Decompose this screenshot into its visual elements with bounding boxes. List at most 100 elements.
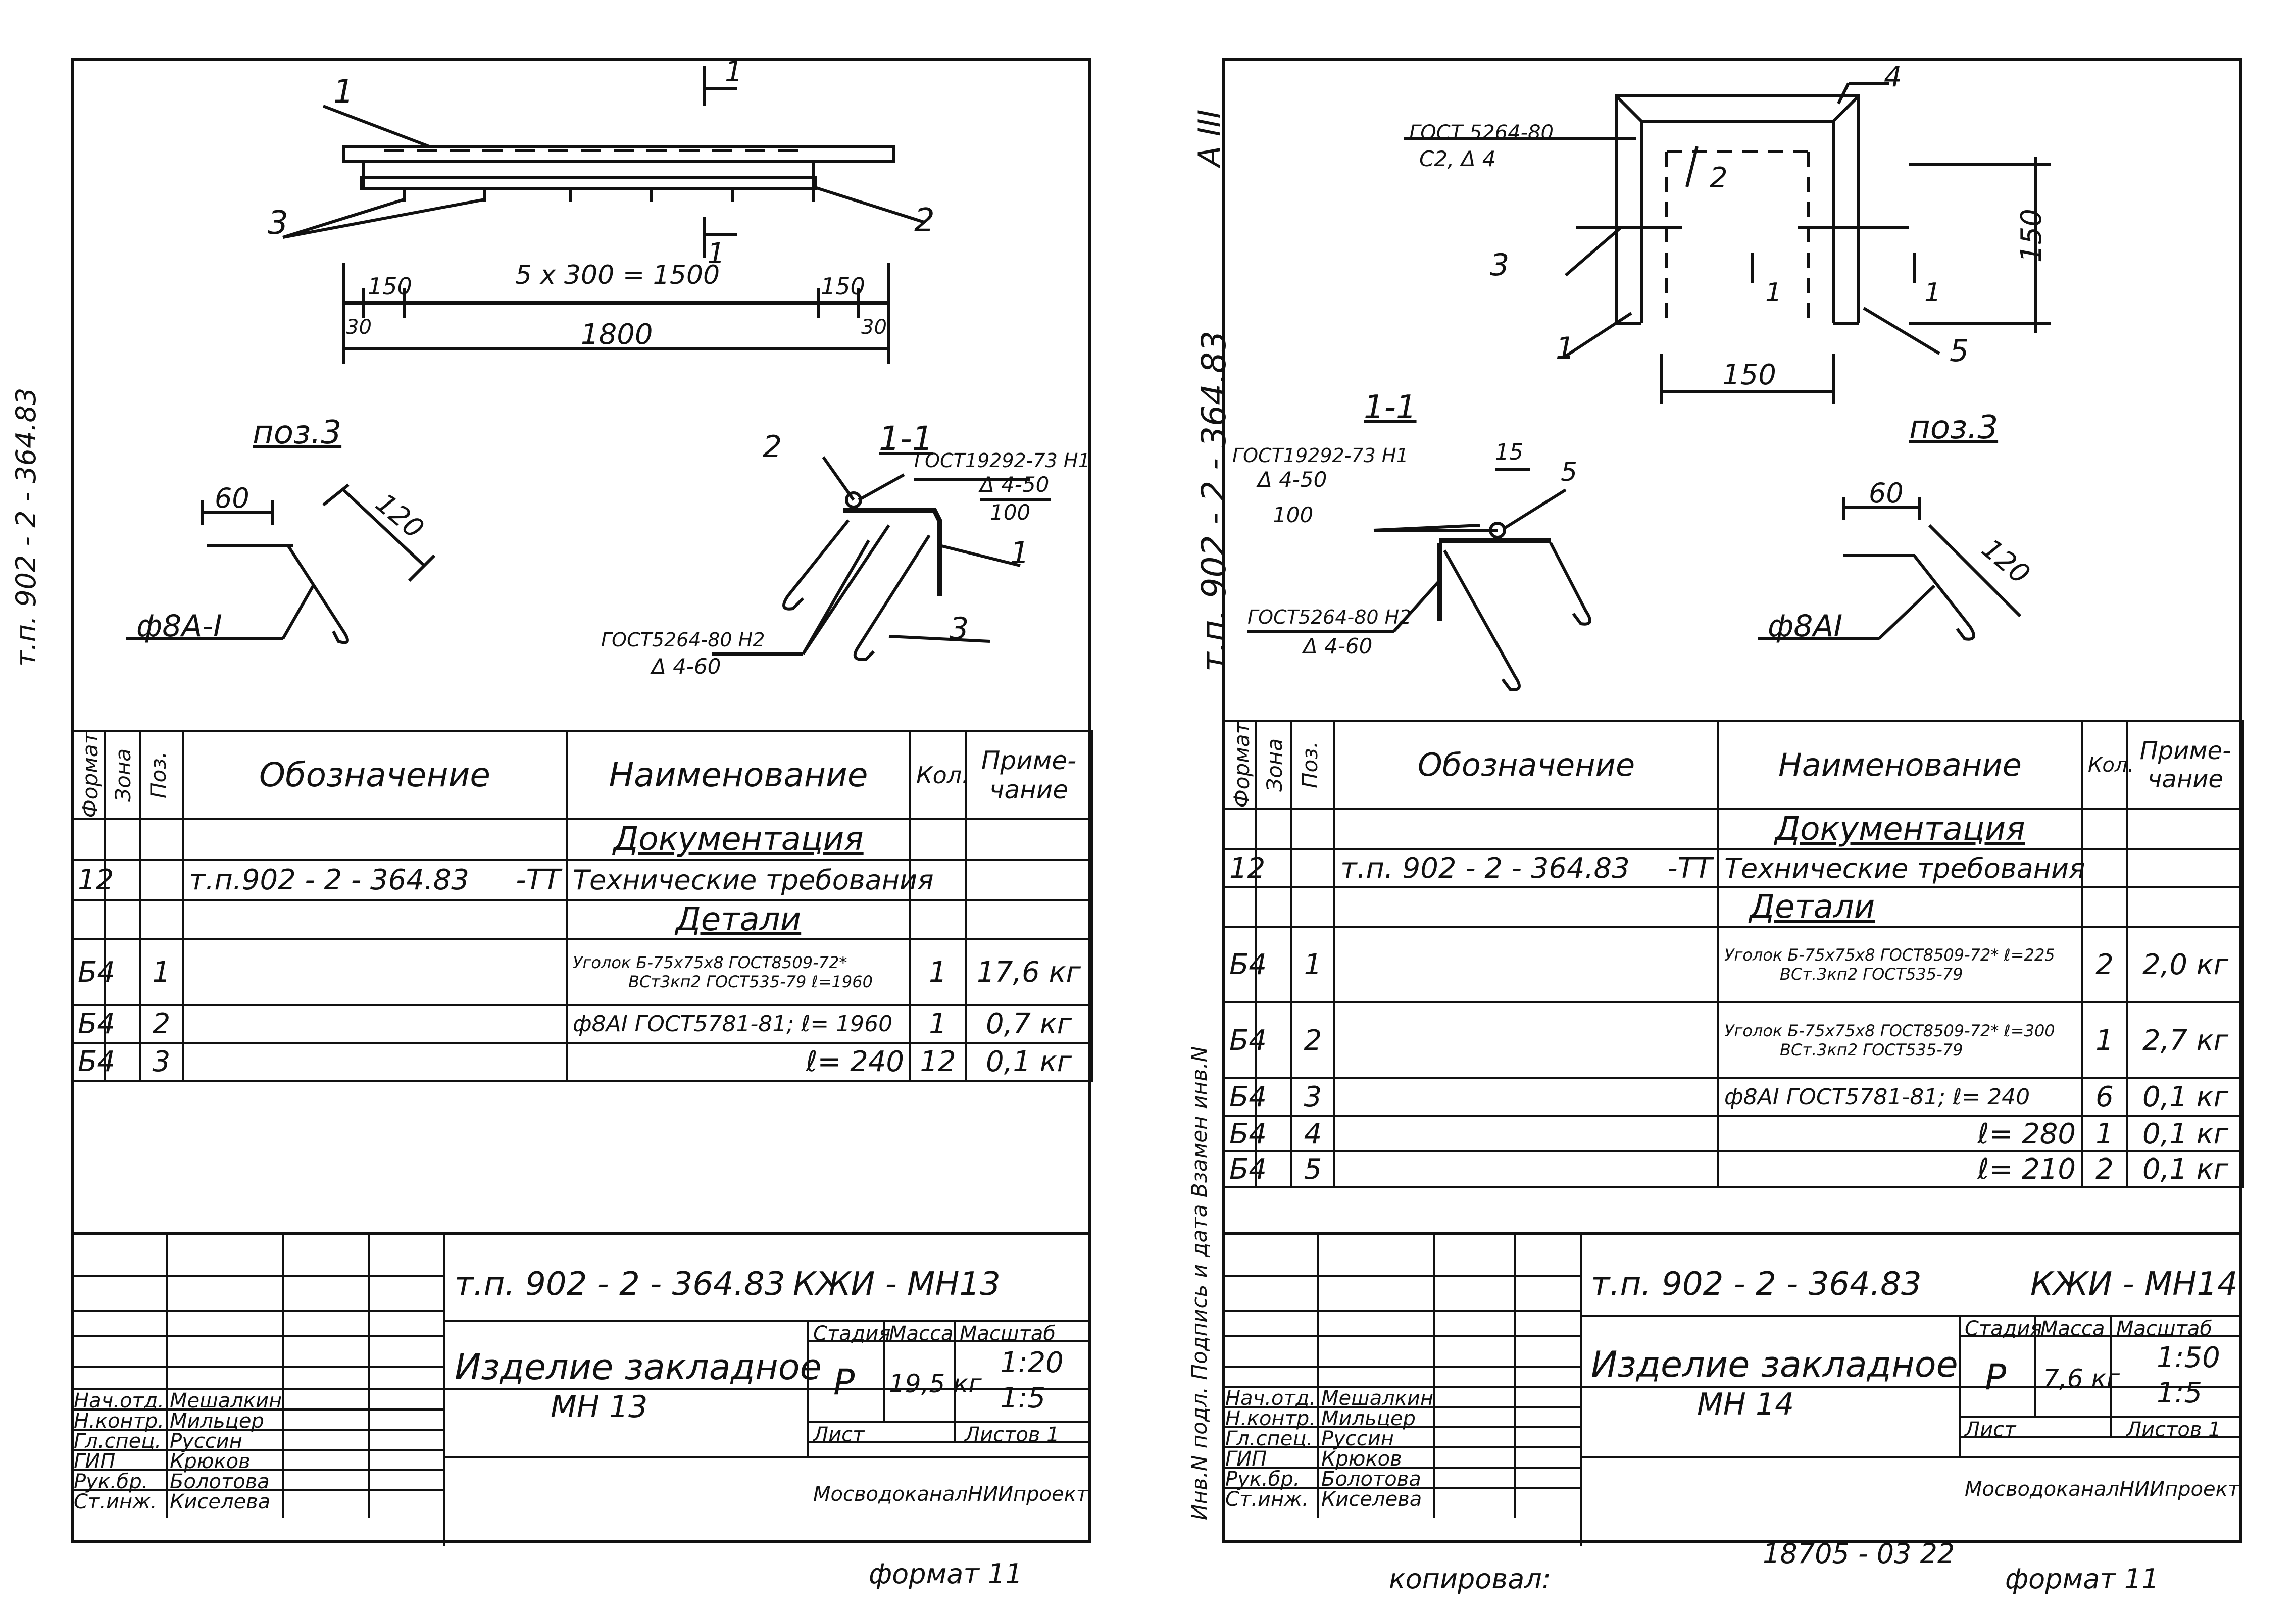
right-hdr-format: Формат bbox=[1222, 720, 1257, 810]
right-leader-1: 1 bbox=[1556, 331, 1575, 366]
left-section-parts: Детали bbox=[566, 899, 911, 940]
right-tb-org: МосводоканалНИИпроект bbox=[1965, 1478, 2240, 1501]
right-tb-scale2: 1:5 bbox=[2157, 1377, 2203, 1409]
right-tb-sheet: Лист bbox=[1965, 1418, 2016, 1441]
left-tb-code: т.п. 902 - 2 - 364.83 bbox=[455, 1266, 785, 1303]
left-weld2-a: Δ 4-60 bbox=[652, 654, 721, 679]
left-doc-format: 12 bbox=[71, 859, 114, 901]
table-row: Б4 3 ℓ= 240 12 0,1 кг bbox=[71, 1042, 1093, 1082]
right-sec-leader-5: 5 bbox=[1561, 457, 1578, 487]
left-hdr-zone: Зона bbox=[104, 730, 141, 820]
right-tb-name-0: Мешалкин bbox=[1321, 1387, 1434, 1410]
left-dim-30b: 30 bbox=[861, 316, 887, 339]
right-leader-3: 3 bbox=[1490, 247, 1510, 283]
right-tb-stage: Р bbox=[1985, 1356, 2007, 1398]
left-tb-name-2: Руссин bbox=[170, 1430, 242, 1453]
right-leader-2: 2 bbox=[1710, 162, 1728, 194]
left-doc-name: Технические требования bbox=[566, 859, 934, 901]
left-format-note: формат 11 bbox=[869, 1558, 1023, 1590]
left-hdr-name: Наименование bbox=[566, 730, 911, 820]
right-tb-name-1: Мильцер bbox=[1321, 1407, 1416, 1430]
left-section-doc: Документация bbox=[566, 818, 911, 861]
right-format-note: формат 11 bbox=[2005, 1563, 2159, 1595]
right-cut-1a: 1 bbox=[1765, 278, 1782, 308]
right-bottom-code: 18705 - 03 22 bbox=[1763, 1538, 1955, 1570]
right-weld2-gost: ГОСТ5264-80 Н2 bbox=[1247, 606, 1412, 628]
left-tb-role-3: ГИП bbox=[74, 1450, 116, 1473]
left-hdr-format: Формат bbox=[71, 730, 106, 820]
left-section-leader-2: 2 bbox=[763, 429, 782, 465]
right-hdr-zone: Зона bbox=[1255, 720, 1292, 810]
left-section-title: 1-1 bbox=[879, 419, 933, 458]
right-tb-name-5: Киселева bbox=[1321, 1488, 1422, 1511]
right-doc-designation: т.п. 902 - 2 - 364.83-ТТ bbox=[1333, 848, 1719, 888]
left-tb-name-5: Киселева bbox=[170, 1490, 271, 1514]
table-row: Б4 3 ф8АI ГОСТ5781-81; ℓ= 240 6 0,1 кг bbox=[1222, 1077, 2244, 1117]
left-tb-scale1: 1:20 bbox=[1000, 1346, 1064, 1379]
right-hdr-qty: Кол. bbox=[2081, 720, 2134, 810]
left-hdr-pos: Поз. bbox=[139, 730, 184, 820]
left-tb-name-1: Мильцер bbox=[170, 1409, 264, 1433]
left-weld2-gost: ГОСТ5264-80 Н2 bbox=[601, 629, 765, 651]
left-tb-mass-h: Масса bbox=[889, 1322, 954, 1345]
left-cut-1-top: 1 bbox=[725, 56, 743, 88]
right-pos3-bar: ф8АI bbox=[1768, 609, 1843, 644]
right-tb-name: Изделие закладное bbox=[1591, 1344, 1958, 1385]
right-tb-scale-h: Масштаб bbox=[2116, 1317, 2213, 1340]
right-section-parts: Детали bbox=[1717, 886, 2083, 928]
right-hdr-pos: Поз. bbox=[1290, 720, 1335, 810]
left-tb-mark: КЖИ - МН13 bbox=[793, 1266, 1001, 1303]
left-tb-role-2: Гл.спец. bbox=[74, 1430, 162, 1453]
right-leader-4: 4 bbox=[1884, 61, 1902, 93]
left-tb-name-3: Крюков bbox=[170, 1450, 251, 1473]
left-spec-table: Формат Зона Поз. Обозначение Наименовани… bbox=[71, 730, 1093, 1082]
right-tb-role-0: Нач.отд. bbox=[1225, 1387, 1316, 1410]
left-leader-3: 3 bbox=[268, 205, 288, 242]
left-cut-1-bottom: 1 bbox=[707, 237, 725, 270]
left-tb-scale-h: Масштаб bbox=[960, 1322, 1056, 1345]
table-row: Б4 1 Уголок Б-75х75х8 ГОСТ8509-72* ℓ=225… bbox=[1222, 926, 2244, 1003]
left-tb-org: МосводоканалНИИпроект bbox=[813, 1483, 1088, 1506]
left-dim-5x300: 5 x 300 = 1500 bbox=[515, 260, 720, 290]
right-weld1-gost: ГОСТ19292-73 Н1 bbox=[1232, 444, 1409, 467]
left-weld1-b: 100 bbox=[990, 500, 1031, 525]
right-cut-1b: 1 bbox=[1924, 278, 1941, 308]
left-leader-1: 1 bbox=[333, 73, 354, 111]
right-dim-150-v: 150 bbox=[2015, 209, 2048, 263]
right-weld-top-gost: ГОСТ 5264-80 bbox=[1409, 121, 1554, 144]
right-tb-role-3: ГИП bbox=[1225, 1447, 1267, 1471]
left-section-leader-3: 3 bbox=[950, 611, 969, 646]
right-weld1-a: Δ 4-50 bbox=[1258, 467, 1327, 492]
left-doc-designation: т.п.902 - 2 - 364.83-ТТ bbox=[182, 859, 568, 901]
right-tb-mass: 7,6 кг bbox=[2043, 1364, 2120, 1393]
right-tb-name-3: Крюков bbox=[1321, 1447, 1402, 1471]
table-row: Б4 2 ф8АI ГОСТ5781-81; ℓ= 1960 1 0,7 кг bbox=[71, 1004, 1093, 1044]
right-weld2-a: Δ 4-60 bbox=[1303, 634, 1373, 659]
right-doc-name: Технические требования bbox=[1717, 848, 2085, 888]
right-doc-format: 12 bbox=[1222, 848, 1265, 888]
right-section-doc: Документация bbox=[1717, 808, 2083, 850]
left-weld1-gost: ГОСТ19292-73 Н1 bbox=[914, 449, 1090, 472]
right-pos3-title: поз.3 bbox=[1909, 409, 1999, 446]
left-pos3-dim-60: 60 bbox=[215, 482, 249, 514]
right-hdr-name: Наименование bbox=[1717, 720, 2083, 810]
left-tb-scale2: 1:5 bbox=[1000, 1382, 1046, 1415]
right-tb-code: т.п. 902 - 2 - 364.83 bbox=[1591, 1266, 1922, 1303]
left-hdr-designation: Обозначение bbox=[182, 730, 568, 820]
right-tb-role-4: Рук.бр. bbox=[1225, 1468, 1300, 1491]
right-tb-name-4: Болотова bbox=[1321, 1468, 1421, 1491]
left-tb-name-4: Болотова bbox=[170, 1470, 270, 1493]
right-tb-stage-h: Стадия bbox=[1965, 1317, 2042, 1340]
left-tb-role-1: Н.контр. bbox=[74, 1409, 164, 1433]
left-hdr-qty: Кол. bbox=[909, 730, 969, 820]
right-hdr-designation: Обозначение bbox=[1333, 720, 1719, 810]
right-tb-mark: КЖИ - МН14 bbox=[2030, 1266, 2238, 1303]
left-tb-role-0: Нач.отд. bbox=[74, 1389, 165, 1413]
left-tb-role-5: Ст.инж. bbox=[74, 1490, 157, 1514]
right-leader-5: 5 bbox=[1950, 333, 1969, 369]
table-row: Б4 4 ℓ= 280 1 0,1 кг bbox=[1222, 1115, 2244, 1152]
left-tb-name2: МН 13 bbox=[551, 1389, 648, 1425]
right-tb-scale1: 1:50 bbox=[2157, 1341, 2220, 1374]
